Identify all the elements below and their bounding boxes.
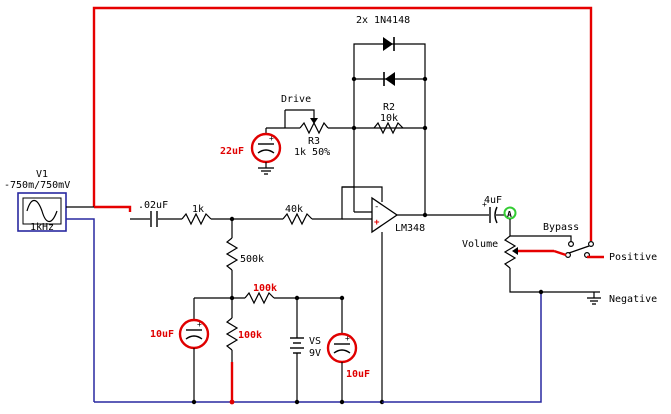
junction-dot: [294, 399, 300, 405]
source-name: V1: [36, 169, 48, 180]
svg-text:+: +: [345, 334, 350, 343]
svg-text:A: A: [507, 210, 512, 219]
resistor-r2[interactable]: [373, 121, 404, 135]
bypass-wire: [94, 205, 132, 212]
resistor-1k[interactable]: [181, 212, 212, 226]
svg-text:+: +: [269, 134, 274, 143]
wiper-arrow-icon: [310, 118, 318, 124]
feedback-loop: [353, 43, 426, 215]
junction-dot: [339, 399, 345, 405]
opamp-label: LM348: [395, 223, 425, 234]
bypass-label: Bypass: [543, 222, 579, 233]
probe-marker[interactable]: A: [503, 206, 517, 220]
source-range: -750m/750mV: [4, 180, 70, 191]
r3-value: 1k 50%: [294, 147, 330, 158]
source-frequency: 1kHz: [30, 222, 54, 233]
negative-label: Negative: [609, 294, 657, 305]
wire: [510, 235, 572, 244]
volume-ground-wire: [509, 268, 600, 293]
bypass-wire-top: [92, 6, 593, 222]
wire: [342, 186, 383, 202]
capacitor-10uf-left-label: 10uF: [150, 329, 174, 340]
svg-text:+: +: [374, 218, 380, 228]
drive-label: Drive: [281, 94, 311, 105]
capacitor-22uf[interactable]: +: [250, 132, 282, 164]
positive-label: Positive: [609, 252, 657, 263]
resistor-100k-horizontal-label: 100k: [253, 283, 277, 294]
volume-potentiometer[interactable]: [503, 235, 517, 269]
resistor-1k-label: 1k: [192, 204, 204, 215]
capacitor-10uf-right-label: 10uF: [346, 369, 370, 380]
resistor-40k[interactable]: [282, 212, 313, 226]
junction-dot: [229, 399, 235, 405]
capacitor-10uf-left[interactable]: +: [178, 318, 210, 350]
r2-value: 10k: [380, 113, 398, 124]
wiper-arrow-icon: [512, 247, 518, 255]
junction-dot: [422, 76, 428, 82]
capacitor-22uf-label: 22uF: [220, 146, 244, 157]
battery-name: VS: [309, 336, 321, 347]
resistor-100k-vertical-label: 100k: [238, 330, 262, 341]
resistor-100k-vertical[interactable]: [225, 317, 239, 351]
battery-value: 9V: [309, 348, 321, 359]
signal-source[interactable]: [17, 192, 67, 232]
svg-text:+: +: [482, 200, 487, 209]
svg-text:-: -: [374, 202, 379, 212]
battery[interactable]: [290, 337, 304, 354]
opamp-lm348[interactable]: - +: [371, 196, 399, 234]
diodes-label: 2x 1N4148: [356, 15, 410, 26]
junction-dot: [351, 76, 357, 82]
ground-icon-negative: [587, 297, 601, 305]
junction-dot: [538, 289, 544, 295]
drive-potentiometer[interactable]: [299, 121, 329, 135]
input-capacitor[interactable]: [150, 211, 158, 227]
output-capacitor[interactable]: +: [482, 200, 498, 224]
resistor-100k-horizontal[interactable]: [244, 291, 275, 305]
junction-dot: [422, 125, 428, 131]
junction-dot: [191, 399, 197, 405]
sine-wave-icon: [26, 199, 58, 223]
input-capacitor-label: .02uF: [138, 200, 168, 211]
wiper-wire: [285, 109, 315, 120]
diode-top[interactable]: [383, 37, 395, 51]
diode-bottom[interactable]: [383, 72, 395, 86]
r3-name: R3: [308, 136, 320, 147]
ground-icon: [258, 167, 274, 175]
resistor-500k[interactable]: [225, 237, 239, 271]
resistor-500k-label: 500k: [240, 254, 264, 265]
svg-text:+: +: [197, 320, 202, 329]
source-ground-wire: [66, 218, 95, 402]
bypass-switch[interactable]: [564, 241, 594, 259]
output-capacitor-label: 4uF: [484, 195, 502, 206]
wire: [312, 186, 354, 220]
capacitor-10uf-right[interactable]: +: [326, 332, 358, 364]
wire: [553, 249, 567, 257]
resistor-40k-label: 40k: [285, 204, 303, 215]
volume-label: Volume: [462, 239, 498, 250]
ground-rail-right: [382, 292, 542, 403]
r2-name: R2: [383, 102, 395, 113]
